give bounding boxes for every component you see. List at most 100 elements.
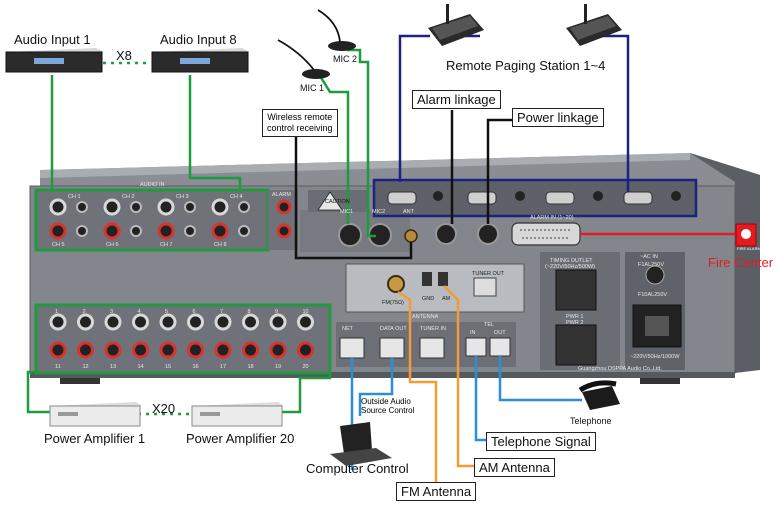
- cable-mic1: [318, 75, 350, 224]
- audio-in-jack: [103, 222, 121, 240]
- pwr1-label: PWR 1: [566, 314, 583, 320]
- wireless-remote-line1: Wireless remote: [267, 112, 333, 122]
- am-antenna-label: AM Antenna: [474, 458, 555, 477]
- remote-paging-label: Remote Paging Station 1~4: [446, 58, 606, 73]
- audio-input-8-device: [151, 48, 250, 73]
- fm-antenna-label: FM Antenna: [396, 482, 477, 501]
- audio-in-jack: [49, 222, 67, 240]
- output-number-label: 2: [83, 309, 86, 315]
- cable-mic2: [347, 48, 376, 238]
- audio-in-jack-secondary: [238, 225, 250, 237]
- mic1-label: MIC1: [340, 209, 353, 215]
- paging-station-1-device: [428, 4, 484, 46]
- audio-in-jack-secondary: [184, 225, 196, 237]
- alarm-linkage-label: Alarm linkage: [412, 90, 501, 109]
- channel-label: CH 8: [214, 242, 227, 248]
- output-jack: [49, 313, 67, 331]
- power-amplifier-20-device: [191, 402, 284, 427]
- cable-am-antenna: [443, 285, 474, 468]
- ac-in-label: ~AC IN: [640, 254, 658, 260]
- mic1-device: [277, 39, 330, 79]
- net-label: NET: [342, 326, 354, 332]
- cable-paging-1: [398, 34, 430, 182]
- output-jack: [187, 313, 204, 331]
- wireless-remote-label: Wireless remote control receiving: [262, 109, 338, 137]
- network-ports: [336, 322, 516, 367]
- paging-ports-panel: [372, 178, 698, 218]
- tuner-in-label: TUNER IN: [420, 326, 446, 332]
- output-jack: [49, 341, 67, 359]
- cable-wireless-remote: [294, 132, 413, 260]
- tuner-out-label: TUNER OUT: [472, 271, 505, 277]
- output-number-label: 4: [138, 309, 141, 315]
- audio-in-jack: [49, 198, 67, 216]
- audio-in-panel: [34, 188, 298, 252]
- power-amplifier-1-device: [49, 402, 142, 427]
- audio-input-1-device: [5, 48, 104, 73]
- audio-in-jack: [157, 198, 175, 216]
- output-jack: [159, 341, 177, 359]
- output-jack: [77, 313, 94, 331]
- x8-label: X8: [116, 48, 132, 63]
- power-amplifier-1-label: Power Amplifier 1: [44, 431, 146, 446]
- telephone-label: Telephone: [570, 416, 612, 426]
- caution-label: CAUTION: [325, 199, 350, 205]
- output-number-label: 1: [55, 309, 58, 315]
- fire-alarm-label: FIRE ALARM: [737, 246, 761, 251]
- output-panel: [34, 303, 332, 375]
- output-jack: [77, 341, 94, 359]
- cable-power-amplifier-20: [280, 372, 332, 414]
- am-label: AM: [442, 296, 451, 302]
- audio-in-jack-secondary: [76, 225, 88, 237]
- output-jack: [214, 341, 232, 359]
- computer-control-label: Computer Control: [306, 461, 409, 476]
- audio-in-jack-secondary: [130, 201, 142, 213]
- timing-outlet-label: TIMING OUTLET: [550, 258, 593, 264]
- output-jack: [214, 313, 232, 331]
- output-jack: [104, 313, 122, 331]
- tel-label: TEL: [484, 322, 494, 328]
- channel-label: CH 6: [106, 242, 119, 248]
- gnd-label: GND: [422, 296, 434, 302]
- tel-in-label: IN: [470, 330, 476, 336]
- mic2-caption: MIC 2: [333, 54, 358, 64]
- power-amplifier-20-label: Power Amplifier 20: [186, 431, 295, 446]
- audio-in-jack-secondary: [76, 201, 88, 213]
- output-number-label: 15: [165, 364, 171, 370]
- output-jack: [159, 313, 177, 331]
- audio-in-jack: [157, 222, 175, 240]
- pwr2-label: PWR 2: [566, 320, 583, 326]
- power-linkage-jack: [477, 223, 499, 245]
- audio-input-1-label: Audio Input 1: [14, 32, 91, 47]
- audio-in-jack-secondary: [238, 201, 250, 213]
- output-jack: [269, 341, 287, 359]
- fire-alarm-device: [735, 223, 757, 247]
- output-number-label: 14: [138, 364, 144, 370]
- alarm-jack: [276, 199, 292, 215]
- output-jack: [269, 313, 287, 331]
- x20-label: X20: [152, 401, 176, 416]
- output-number-label: 13: [110, 364, 116, 370]
- output-jack: [297, 341, 314, 359]
- output-number-label: 19: [275, 364, 281, 370]
- wireless-remote-line2: control receiving: [267, 123, 333, 133]
- output-number-label: 7: [220, 309, 223, 315]
- output-jack: [187, 341, 204, 359]
- channel-label: CH 1: [68, 194, 81, 200]
- telephone-device: [578, 380, 620, 410]
- fire-center-label: Fire Center: [708, 255, 774, 270]
- outside-audio-line1: Outside Audio: [361, 397, 411, 406]
- output-jack: [132, 313, 149, 331]
- cable-power-amplifier-1: [26, 370, 50, 414]
- panel-text: AUDIO IN ALARM MIC1 MIC2 ANT ALARM IN (1…: [140, 182, 761, 372]
- output-number-label: 5: [165, 309, 168, 315]
- data-out-label: DATA OUT: [380, 326, 407, 332]
- antenna-module: [345, 263, 525, 313]
- output-number-label: 20: [303, 364, 309, 370]
- audio-in-jack: [103, 198, 121, 216]
- alarm-in-connector: [511, 222, 581, 246]
- alarm-label: ALARM: [272, 192, 291, 198]
- audio-in-label: AUDIO IN: [140, 182, 164, 188]
- outside-audio-line2: Source Control: [361, 406, 415, 415]
- tel-out-label: OUT: [494, 330, 506, 336]
